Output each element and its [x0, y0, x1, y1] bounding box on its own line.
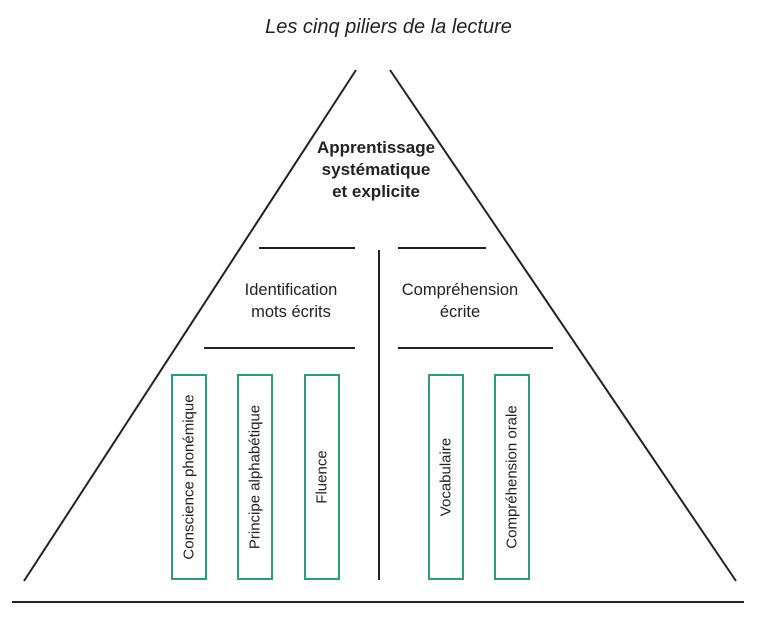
branch-comprehension: Compréhension écrite: [380, 279, 540, 323]
pillar-comprehension-orale: Compréhension orale: [494, 374, 530, 580]
branch-label-line: Compréhension: [401, 281, 519, 299]
pillar-vocabulaire: Vocabulaire: [428, 374, 464, 580]
pillar-label: Conscience phonémique: [180, 394, 198, 560]
apex-label: Apprentissage systématique et explicite: [276, 137, 476, 203]
branch-label-line: Identification: [244, 281, 338, 299]
diagram-title: Les cinq piliers de la lecture: [265, 16, 512, 38]
branch-label-line: écrite: [439, 303, 481, 321]
apex-line: systématique: [321, 160, 431, 179]
pyramid-left-edge: [23, 69, 357, 582]
pillar-label: Vocabulaire: [437, 437, 455, 517]
branch-identification: Identification mots écrits: [211, 279, 371, 323]
pyramid-right-edge: [389, 69, 737, 582]
apex-line: Apprentissage: [316, 138, 436, 157]
pillar-fluence: Fluence: [304, 374, 340, 580]
pillar-label: Principe alphabétique: [246, 404, 264, 550]
apex-line: et explicite: [332, 182, 420, 201]
pillar-label: Compréhension orale: [503, 405, 521, 549]
branch-label-line: mots écrits: [251, 303, 331, 321]
pillar-principe-alphabetique: Principe alphabétique: [237, 374, 273, 580]
pillar-conscience-phonemique: Conscience phonémique: [171, 374, 207, 580]
pillar-label: Fluence: [313, 450, 331, 504]
